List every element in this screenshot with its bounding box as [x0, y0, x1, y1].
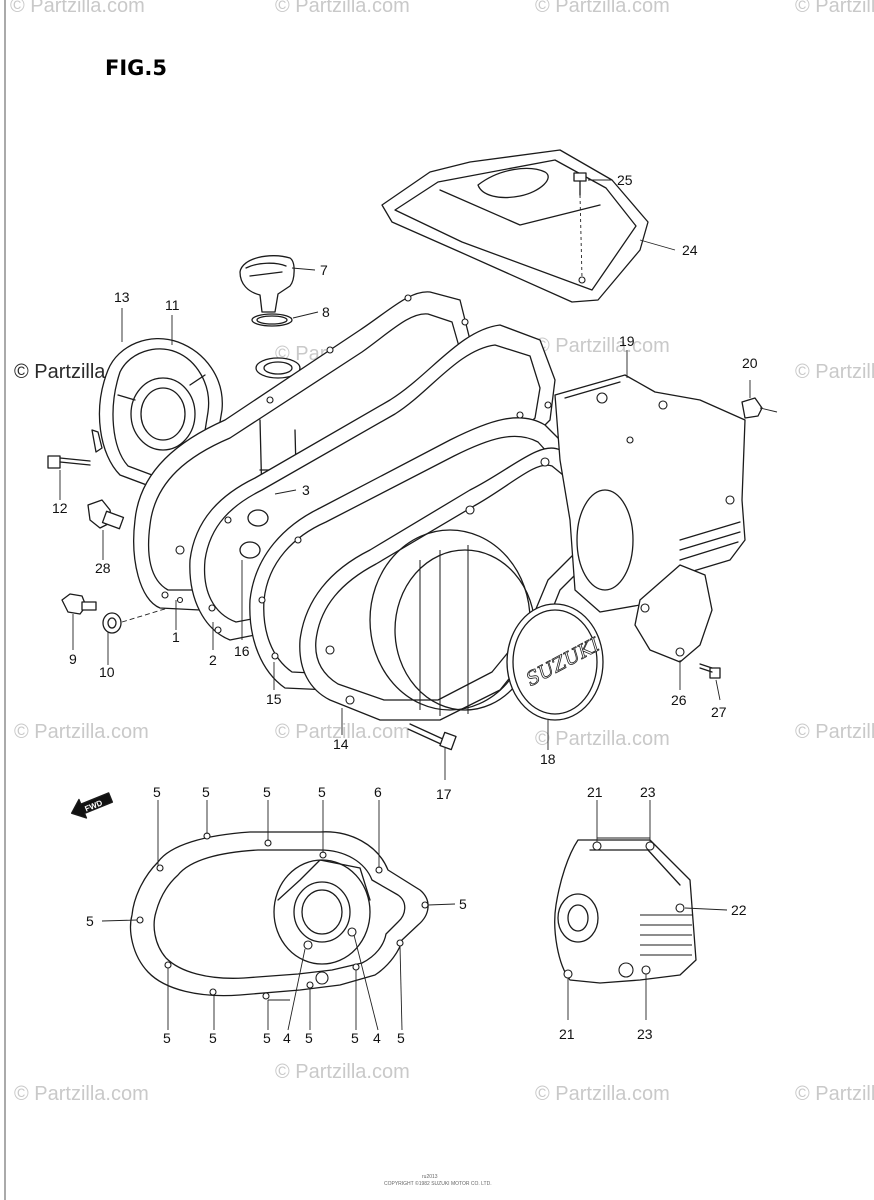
callout-label: 5 — [209, 1030, 217, 1046]
gasket-holes — [136, 832, 429, 1000]
bottom-right-leaders — [567, 800, 728, 1020]
cover-gasket-view — [129, 831, 429, 1000]
footer-line-1: ru2013 — [422, 1174, 438, 1180]
callout-label: 5 — [351, 1030, 359, 1046]
callout-label: 5 — [153, 784, 161, 800]
watermark: © Partzilla.com — [14, 721, 149, 743]
watermark: © Partzilla.com — [535, 1083, 670, 1105]
callout-label: 7 — [320, 262, 328, 278]
watermark: © Partzilla.com — [275, 0, 410, 17]
callout-label: 17 — [436, 786, 452, 802]
callout-label: 10 — [99, 664, 115, 680]
watermark: © Partzilla.com — [275, 1061, 410, 1083]
callout-label: 15 — [266, 691, 282, 707]
callout-label: 5 — [263, 784, 271, 800]
callout-label: 4 — [283, 1030, 291, 1046]
callout-label: 12 — [52, 500, 68, 516]
callout-label: 1 — [172, 629, 180, 645]
drain-plug-drawing — [61, 593, 169, 634]
callout-label: 4 — [373, 1030, 381, 1046]
watermark: © Partzilla.com — [795, 0, 874, 17]
small-cover-26-drawing — [634, 564, 713, 663]
callout-label: 20 — [742, 355, 758, 371]
plug-20-drawing — [741, 397, 763, 419]
figure-title: FIG.5 — [105, 56, 167, 80]
watermark: © Partzilla.com — [14, 1083, 149, 1105]
callout-label: 25 — [617, 172, 633, 188]
callout-label: 11 — [165, 297, 180, 313]
callout-label: 2 — [209, 652, 217, 668]
callout-label: 28 — [95, 560, 111, 576]
callout-label: 23 — [640, 784, 656, 800]
callout-label: 21 — [587, 784, 603, 800]
screw-12-drawing — [47, 455, 91, 469]
callout-label: 5 — [318, 784, 326, 800]
callout-label: 16 — [234, 643, 250, 659]
watermark: © Partzilla.com — [795, 721, 874, 743]
callout-label: 6 — [374, 784, 382, 800]
callout-labels: 25 24 7 8 13 11 19 20 3 12 28 1 2 16 9 1… — [52, 172, 758, 1046]
bolt-17-drawing — [407, 723, 457, 751]
filler-cap-drawing — [239, 255, 301, 379]
callout-label: 14 — [333, 736, 349, 752]
fwd-label: FWD — [83, 798, 103, 813]
bolt-25-drawing — [573, 172, 587, 279]
screw-27-drawing — [699, 663, 721, 679]
bottom-left-leaders — [101, 800, 456, 1031]
callout-label: 21 — [559, 1026, 575, 1042]
dowel-pins-drawing — [239, 509, 269, 559]
watermark: © Partzilla.com — [795, 1083, 874, 1105]
callout-label: 5 — [202, 784, 210, 800]
watermark: © Partzilla.com — [10, 0, 145, 17]
watermark: © Partzilla.com — [535, 0, 670, 17]
badge-18-drawing: SUZUKI — [506, 603, 604, 721]
callout-label: 22 — [731, 902, 747, 918]
sprocket-cover-view — [554, 839, 697, 984]
footer: ru2013 COPYRIGHT ©1982 SUZUKI MOTOR CO. … — [384, 1174, 492, 1187]
top-cover-drawing — [381, 149, 649, 303]
footer-line-2: COPYRIGHT ©1982 SUZUKI MOTOR CO. LTD. — [384, 1180, 492, 1187]
callout-label: 5 — [163, 1030, 171, 1046]
callout-label: 5 — [397, 1030, 405, 1046]
watermark: © Partzilla.com — [535, 728, 670, 750]
callout-label: 9 — [69, 651, 77, 667]
callout-label: 5 — [459, 896, 467, 912]
callout-label: 13 — [114, 289, 130, 305]
callout-label: 3 — [302, 482, 310, 498]
callout-label: 26 — [671, 692, 687, 708]
callout-label: 5 — [263, 1030, 271, 1046]
callout-label: 5 — [305, 1030, 313, 1046]
callout-label: 23 — [637, 1026, 653, 1042]
callout-label: 19 — [619, 333, 635, 349]
watermark: © Partzilla.com — [535, 335, 670, 357]
callout-label: 27 — [711, 704, 727, 720]
fwd-arrow: FWD — [70, 792, 114, 819]
switch-28-drawing — [87, 499, 125, 530]
watermark: © Partzilla.com — [795, 361, 874, 383]
top-leaders — [59, 179, 778, 780]
callout-label: 18 — [540, 751, 556, 767]
callout-label: 8 — [322, 304, 330, 320]
callout-label: 5 — [86, 913, 94, 929]
right-cover-19-drawing — [554, 374, 746, 613]
callout-label: 24 — [682, 242, 698, 258]
